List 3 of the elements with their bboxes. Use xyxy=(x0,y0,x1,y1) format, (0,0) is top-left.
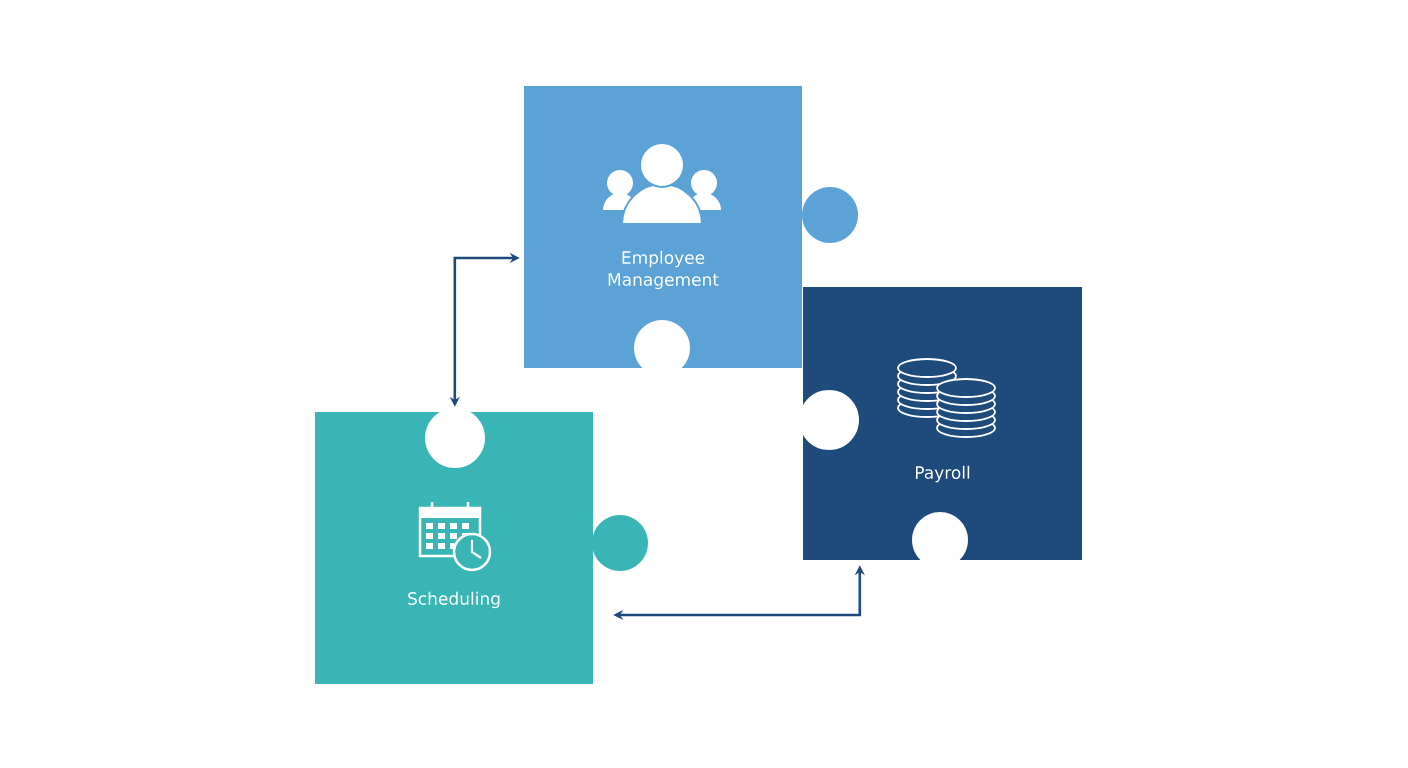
puzzle-piece: Scheduling xyxy=(315,408,648,684)
puzzle-piece: Employee Management xyxy=(524,86,858,376)
puzzle-piece: Payroll xyxy=(799,287,1082,568)
